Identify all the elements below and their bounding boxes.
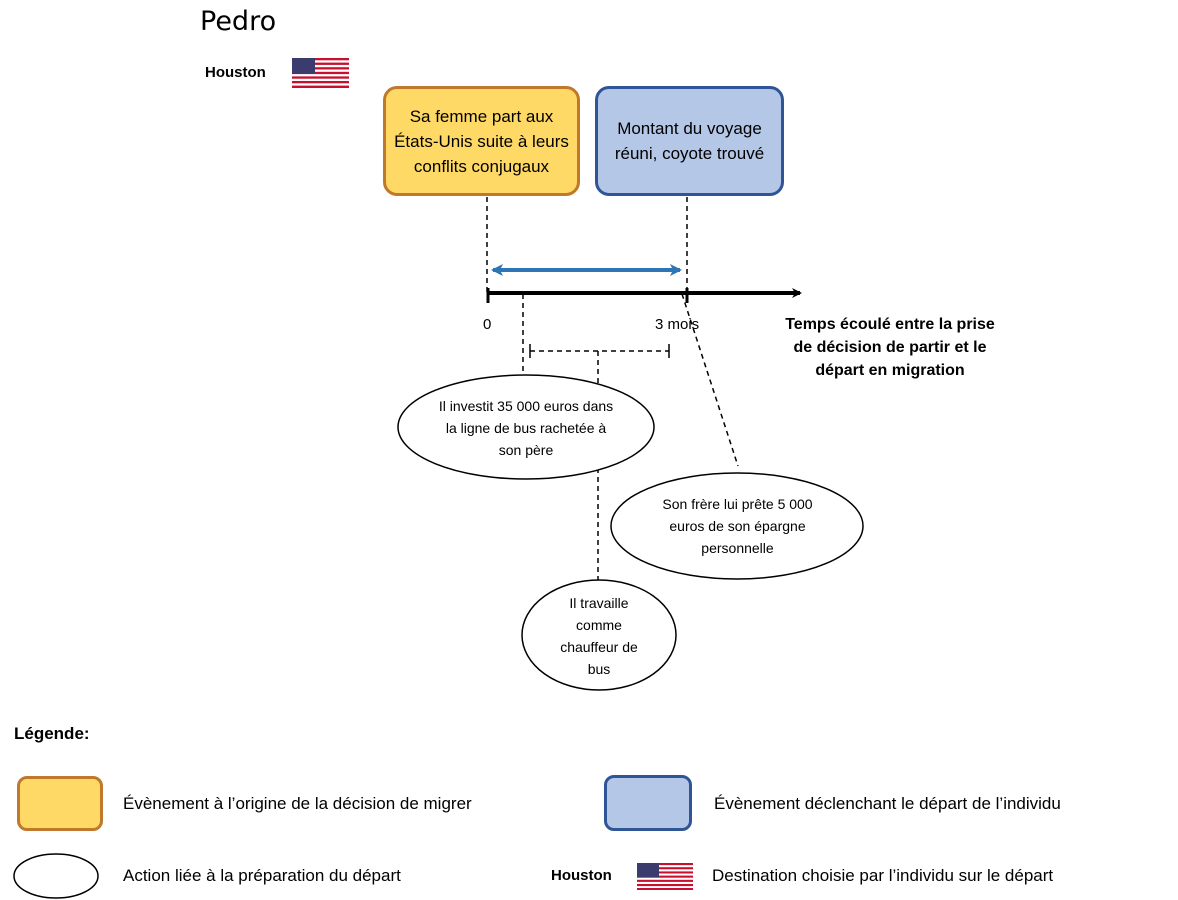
legend-destination-city: Houston — [551, 867, 612, 884]
destination-label: Houston — [205, 64, 266, 81]
legend-origin-text: Évènement à l’origine de la décision de … — [123, 794, 472, 813]
us-flag-icon — [292, 58, 349, 88]
legend-destination-text: Destination choisie par l’individu sur l… — [712, 866, 1054, 885]
work-ellipse — [521, 579, 677, 691]
legend-origin-swatch — [17, 776, 103, 831]
legend-title: Légende: — [14, 724, 90, 743]
origin-event-box: Sa femme part aux États-Unis suite à leu… — [383, 86, 580, 196]
legend-trigger-swatch — [604, 775, 692, 831]
legend-trigger-text: Évènement déclenchant le départ de l’ind… — [714, 794, 1061, 813]
loan-action-text: Son frère lui prête 5 000 euros de son é… — [662, 496, 813, 556]
loan-ellipse — [610, 472, 864, 580]
origin-event-text: Sa femme part aux États-Unis suite à leu… — [394, 106, 569, 176]
destination-city: Houston — [205, 64, 266, 81]
loan-connector — [681, 293, 739, 467]
page-title: Pedro — [200, 6, 277, 37]
axis-label: Temps écoulé entre la prise de décision … — [785, 316, 995, 379]
legend-action-swatch — [13, 853, 99, 899]
invest-action-text: Il investit 35 000 euros dans la ligne d… — [438, 398, 614, 458]
trigger-event-box: Montant du voyage réuni, coyote trouvé — [595, 86, 784, 196]
trigger-event-text: Montant du voyage réuni, coyote trouvé — [614, 119, 765, 163]
legend-action-text: Action liée à la préparation du départ — [123, 866, 401, 885]
us-flag-icon — [637, 863, 693, 890]
work-action-text: Il travaille comme chauffeur de bus — [560, 595, 638, 677]
axis-end-label: 3 mois — [655, 316, 700, 333]
invest-ellipse — [397, 374, 655, 480]
axis-start-label: 0 — [483, 316, 492, 333]
legend-destination-label: Houston — [551, 867, 612, 884]
